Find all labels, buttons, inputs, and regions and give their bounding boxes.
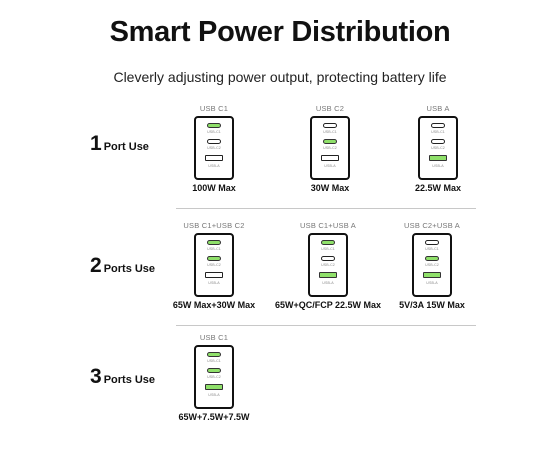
usb-c1-port-inactive <box>431 123 445 128</box>
port-label: USB-C1 <box>207 359 221 363</box>
usb-a-port-inactive <box>205 155 223 161</box>
usb-c2-port-active <box>207 256 221 261</box>
usb-c1-port-active <box>207 352 221 357</box>
port-label: USB-C2 <box>425 263 439 267</box>
usb-c2-port-active <box>207 368 221 373</box>
port-label: USB-C2 <box>207 375 221 379</box>
port-label: USB-C1 <box>321 247 335 251</box>
usb-c2-port-inactive <box>207 139 221 144</box>
usb-c2-port-active <box>323 139 337 144</box>
port-label: USB-C1 <box>207 130 221 134</box>
option-caption: 30W Max <box>310 183 350 193</box>
option-title: USB C1+USB A <box>300 221 356 230</box>
port-label: USB-A <box>208 393 220 397</box>
option-title: USB A <box>426 104 450 113</box>
port-label: USB-A <box>322 281 334 285</box>
option-caption: 22.5W Max <box>414 183 462 193</box>
usb-a-port-inactive <box>205 272 223 278</box>
usb-a-port-active <box>319 272 337 278</box>
usb-c1-port-inactive <box>323 123 337 128</box>
usb-c1-port-active <box>321 240 335 245</box>
usb-c2-port-inactive <box>321 256 335 261</box>
port-label: USB-C1 <box>207 247 221 251</box>
row-number: 1 <box>90 132 102 155</box>
option-title: USB C1 <box>199 104 229 113</box>
port-label: USB-C2 <box>321 263 335 267</box>
row-text: Ports Use <box>103 374 156 386</box>
row-text: Ports Use <box>103 263 156 275</box>
row-number: 2 <box>90 254 102 277</box>
port-label: USB-A <box>208 281 220 285</box>
option-title: USB C2 <box>315 104 345 113</box>
usb-a-port-active <box>429 155 447 161</box>
option-caption: 65W+QC/FCP 22.5W Max <box>274 300 382 310</box>
option-caption: 100W Max <box>192 183 236 193</box>
row-number: 3 <box>90 365 102 388</box>
port-label: USB-A <box>426 281 438 285</box>
row-divider <box>176 208 476 209</box>
option-title: USB C2+USB A <box>404 221 460 230</box>
option-caption: 65W+7.5W+7.5W <box>178 412 250 422</box>
port-label: USB-C2 <box>207 263 221 267</box>
page-subtitle: Cleverly adjusting power output, protect… <box>113 69 447 85</box>
row-text: Port Use <box>103 141 149 153</box>
port-label: USB-A <box>208 164 220 168</box>
port-label: USB-C1 <box>425 247 439 251</box>
page-title: Smart Power Distribution <box>109 16 451 48</box>
option-title: USB C1+USB C2 <box>183 221 245 230</box>
usb-a-port-inactive <box>321 155 339 161</box>
port-label: USB-A <box>324 164 336 168</box>
port-label: USB-A <box>432 164 444 168</box>
port-label: USB-C2 <box>431 146 445 150</box>
port-label: USB-C2 <box>207 146 221 150</box>
port-label: USB-C1 <box>431 130 445 134</box>
row-divider <box>176 325 476 326</box>
option-caption: 65W Max+30W Max <box>172 300 256 310</box>
usb-c2-port-active <box>425 256 439 261</box>
option-caption: 5V/3A 15W Max <box>399 300 465 310</box>
option-title: USB C1 <box>199 333 229 342</box>
usb-c2-port-inactive <box>431 139 445 144</box>
usb-c1-port-inactive <box>425 240 439 245</box>
usb-c1-port-active <box>207 123 221 128</box>
port-label: USB-C1 <box>323 130 337 134</box>
usb-a-port-active <box>423 272 441 278</box>
port-label: USB-C2 <box>323 146 337 150</box>
usb-a-port-active <box>205 384 223 390</box>
usb-c1-port-active <box>207 240 221 245</box>
